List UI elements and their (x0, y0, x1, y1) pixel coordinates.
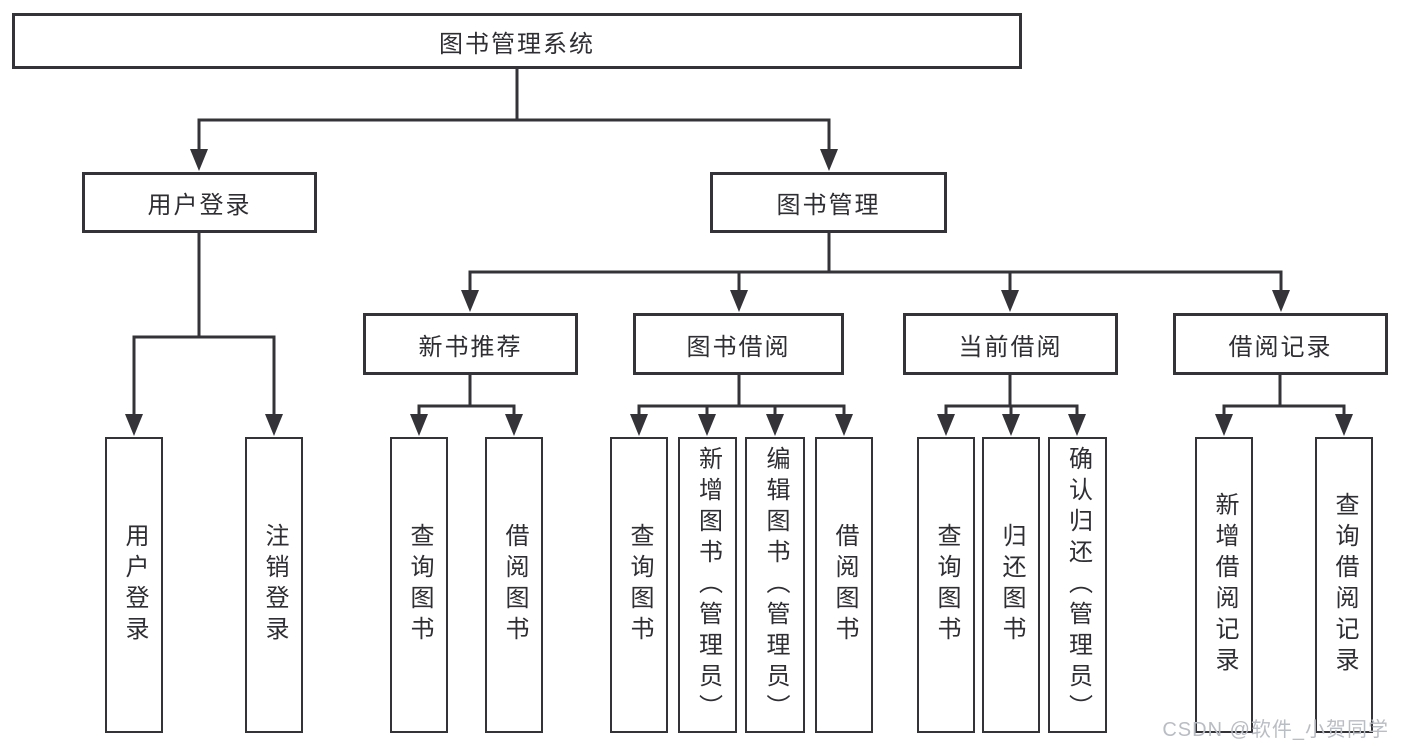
leaf-borrow-books: 借阅图书 (815, 437, 873, 733)
leaf-confirm-return-admin: 确认归还（管理员） (1048, 437, 1107, 733)
leaf-borrow-books: 借阅图书 (485, 437, 543, 733)
leaf-return-book: 归还图书 (982, 437, 1040, 733)
leaf-query-books: 查询图书 (390, 437, 448, 733)
connector-root-to-level2 (197, 69, 831, 152)
leaf-edit-book-admin: 编辑图书（管理员） (745, 437, 805, 733)
node-book-management: 图书管理 (710, 172, 947, 233)
leaf-user-login: 用户登录 (105, 437, 163, 733)
connector-new-book-to-leaves (417, 375, 516, 418)
node-current-borrowing: 当前借阅 (903, 313, 1118, 375)
leaf-add-book-admin: 新增图书（管理员） (678, 437, 737, 733)
connector-book-borrow-to-leaves (637, 375, 846, 418)
node-new-book-recommend: 新书推荐 (363, 313, 578, 375)
node-user-login: 用户登录 (82, 172, 317, 233)
connector-user-login-to-leaves (132, 233, 276, 417)
connector-records-to-leaves (1222, 375, 1346, 418)
leaf-logout: 注销登录 (245, 437, 303, 733)
node-book-borrowing: 图书借阅 (633, 313, 844, 375)
node-library-system: 图书管理系统 (12, 13, 1022, 69)
leaf-query-borrow-record: 查询借阅记录 (1315, 437, 1373, 733)
leaf-add-borrow-record: 新增借阅记录 (1195, 437, 1253, 733)
leaf-query-books: 查询图书 (917, 437, 975, 733)
arrowhead-icons (125, 149, 1353, 436)
connector-current-borrow-to-leaves (944, 375, 1079, 418)
csdn-watermark: CSDN @软件_小贺同学 (1162, 719, 1389, 741)
node-borrow-records: 借阅记录 (1173, 313, 1388, 375)
connector-book-mgmt-to-level3 (468, 233, 1283, 293)
leaf-query-books: 查询图书 (610, 437, 668, 733)
